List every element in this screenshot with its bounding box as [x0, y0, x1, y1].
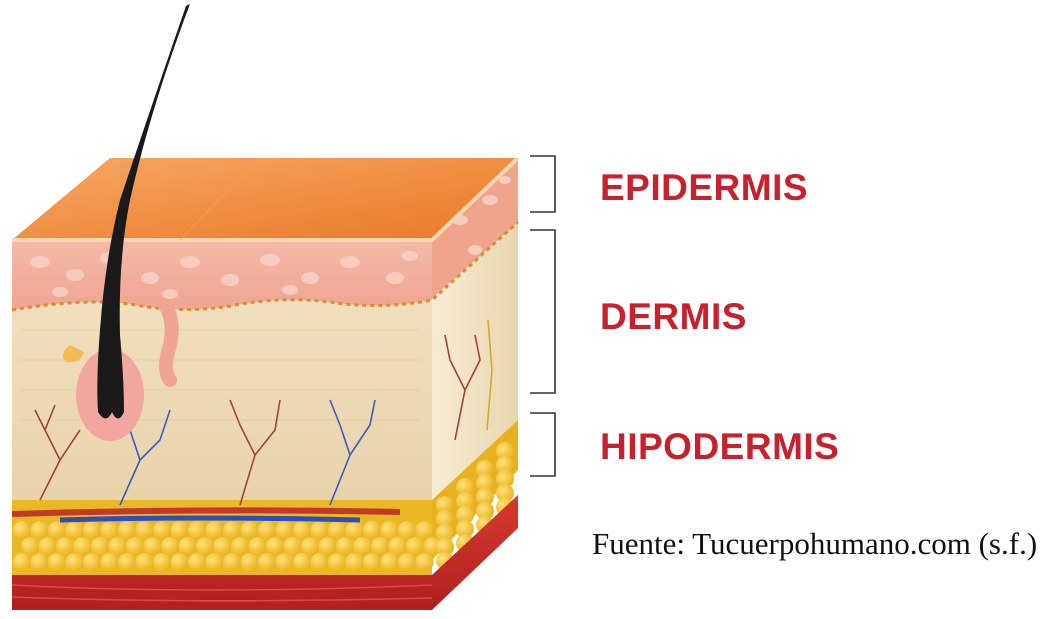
bracket-hipodermis — [530, 413, 555, 476]
fat-globule — [21, 537, 39, 555]
fat-globule — [336, 537, 354, 555]
fat-globule — [206, 553, 224, 571]
label-dermis: DERMIS — [600, 296, 747, 338]
fat-globule — [406, 537, 424, 555]
fat-globule — [328, 553, 346, 571]
fat-globule — [293, 553, 311, 571]
fat-globule — [346, 553, 364, 571]
fat-globule — [56, 537, 74, 555]
fat-globule — [311, 553, 329, 571]
fat-globule — [416, 521, 434, 539]
fat-globule — [13, 553, 31, 571]
fat-globule — [328, 521, 346, 539]
fat-globule — [101, 553, 119, 571]
layer-brackets — [530, 156, 555, 476]
label-epidermis: EPIDERMIS — [600, 167, 808, 209]
fat-globule — [319, 537, 337, 555]
fat-globule — [83, 521, 101, 539]
fat-globule — [153, 553, 171, 571]
fat-globule — [266, 537, 284, 555]
fat-globule — [66, 521, 84, 539]
fat-globule — [109, 537, 127, 555]
fat-globule — [381, 521, 399, 539]
fat-globule — [398, 553, 416, 571]
fat-globule — [118, 553, 136, 571]
fat-globule — [171, 521, 189, 539]
fat-globule — [249, 537, 267, 555]
fat-globule — [363, 521, 381, 539]
fat-globule — [136, 521, 154, 539]
fat-globule — [39, 537, 57, 555]
fat-globule — [74, 537, 92, 555]
fat-globule — [161, 537, 179, 555]
fat-globule — [346, 521, 364, 539]
fat-globule — [153, 521, 171, 539]
fat-globule — [398, 521, 416, 539]
fat-globule — [48, 521, 66, 539]
fat-globule — [231, 537, 249, 555]
fat-globule — [118, 521, 136, 539]
fat-globule — [144, 537, 162, 555]
fat-globule — [223, 521, 241, 539]
fat-globule — [301, 537, 319, 555]
fat-globule — [48, 553, 66, 571]
fat-globule — [188, 521, 206, 539]
fat-globule — [196, 537, 214, 555]
fat-globule — [188, 553, 206, 571]
bracket-epidermis — [530, 156, 555, 212]
fat-globule — [381, 553, 399, 571]
fat-globule — [311, 521, 329, 539]
label-hipodermis: HIPODERMIS — [600, 426, 839, 468]
fat-globule — [258, 553, 276, 571]
fat-globule — [258, 521, 276, 539]
fat-globule — [293, 521, 311, 539]
fat-globule — [136, 553, 154, 571]
source-caption: Fuente: Tucuerpohumano.com (s.f.) — [592, 526, 1037, 562]
fat-globule — [171, 553, 189, 571]
fat-globule — [284, 537, 302, 555]
fat-globule — [206, 521, 224, 539]
fat-globule — [416, 553, 434, 571]
fat-globule — [126, 537, 144, 555]
fat-globule — [371, 537, 389, 555]
fat-globule — [241, 553, 259, 571]
fat-globule — [223, 553, 241, 571]
fat-globule — [91, 537, 109, 555]
fat-globule — [276, 521, 294, 539]
fat-globule — [241, 521, 259, 539]
fat-globule — [83, 553, 101, 571]
fat-globule — [276, 553, 294, 571]
fat-globule — [179, 537, 197, 555]
fat-globule — [31, 553, 49, 571]
sweat-gland — [165, 305, 172, 380]
fat-globule — [66, 553, 84, 571]
fat-globule — [31, 521, 49, 539]
fat-globule — [363, 553, 381, 571]
bracket-dermis — [530, 230, 555, 393]
fat-globule — [214, 537, 232, 555]
fat-globule — [389, 537, 407, 555]
fat-globule — [101, 521, 119, 539]
fat-globule — [354, 537, 372, 555]
fat-globule — [13, 521, 31, 539]
